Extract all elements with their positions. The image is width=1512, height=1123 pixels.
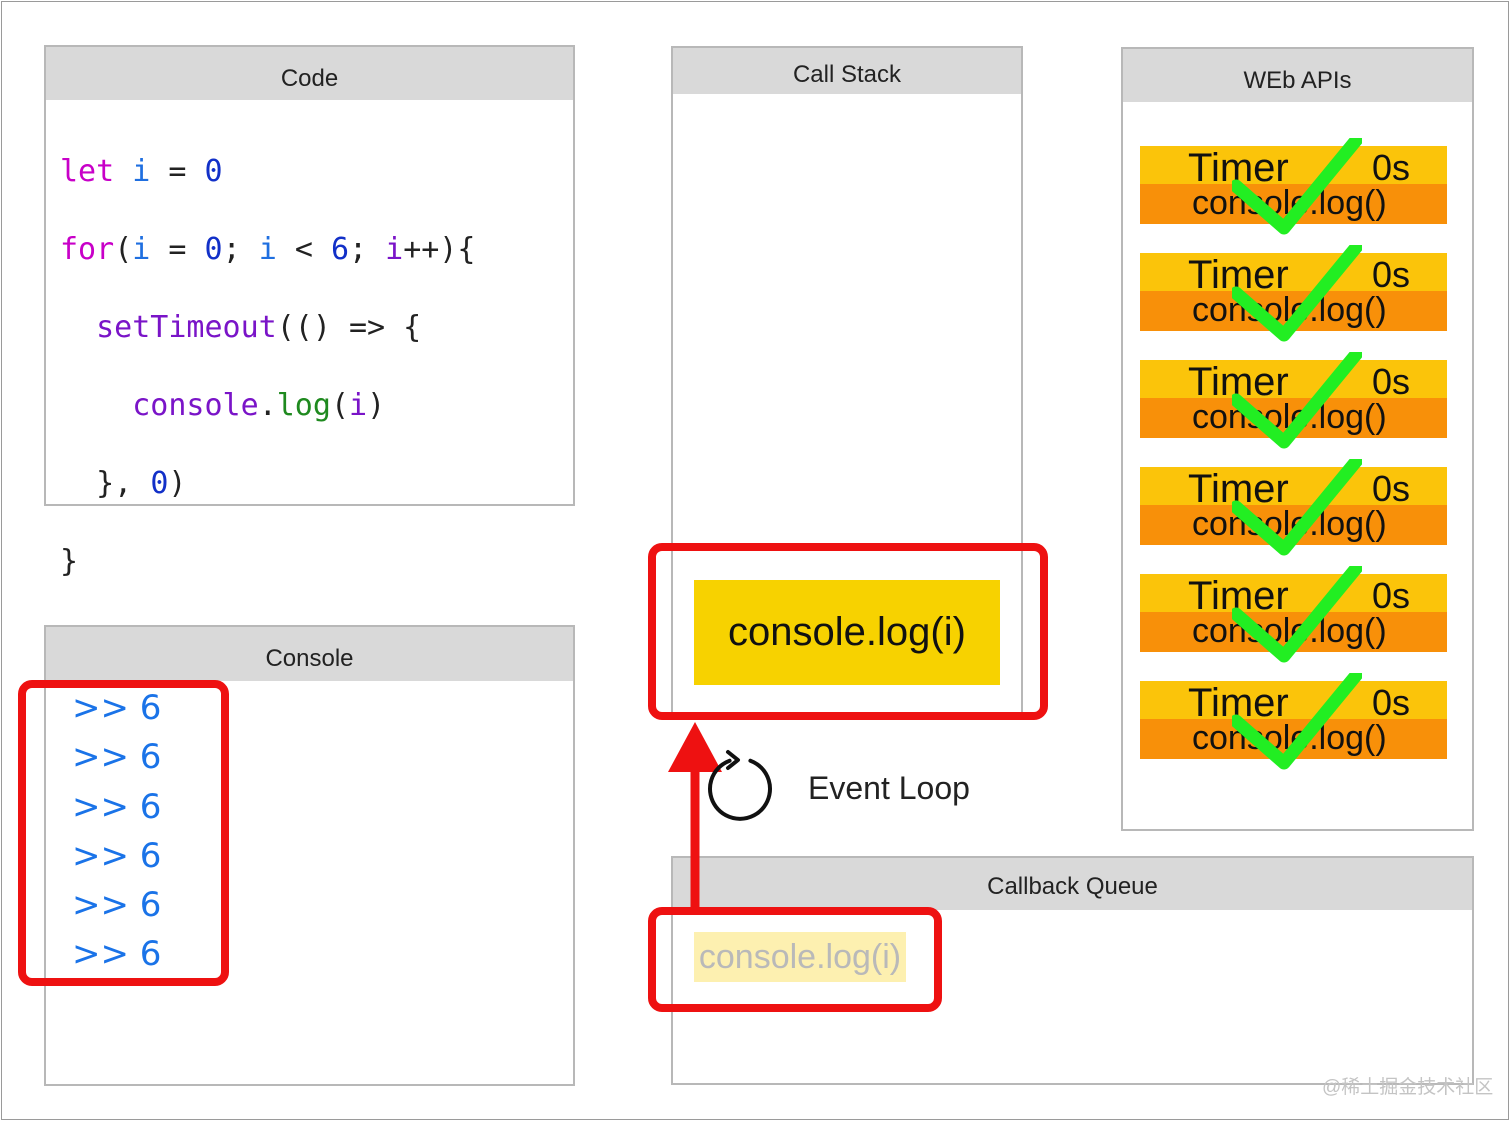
event-loop-label: Event Loop	[808, 770, 970, 806]
checkmark-icon	[1232, 138, 1362, 235]
timer-entry: Timer 0s console.log()	[1140, 566, 1447, 663]
call-stack-highlight	[648, 543, 1048, 720]
callback-queue-highlight	[648, 907, 942, 1012]
timer-time: 0s	[1372, 575, 1411, 616]
console-line: >> 6	[72, 737, 162, 778]
code-panel-title: Code	[46, 47, 573, 100]
web-apis-panel-title: WEb APIs	[1123, 49, 1472, 102]
callback-queue-item: console.log(i)	[694, 932, 906, 982]
timer-time: 0s	[1372, 254, 1411, 295]
console-line: >> 6	[72, 786, 162, 827]
timer-time: 0s	[1372, 361, 1411, 402]
timer-entry: Timer 0s console.log()	[1140, 352, 1447, 449]
refresh-loop-icon	[708, 750, 772, 821]
console-line: >> 6	[72, 835, 162, 876]
timer-time: 0s	[1372, 147, 1411, 188]
code-line-6: }	[60, 544, 79, 579]
console-panel: Console	[44, 625, 575, 1086]
call-stack-panel-title: Call Stack	[673, 48, 1021, 94]
console-highlight	[18, 680, 229, 986]
console-line: >> 6	[72, 885, 162, 926]
timer-entry: Timer 0s console.log()	[1140, 459, 1447, 556]
checkmark-icon	[1232, 245, 1362, 342]
watermark: @稀土掘金技术社区	[1322, 1077, 1494, 1098]
checkmark-icon	[1232, 566, 1362, 663]
event-loop-arrow-head	[668, 722, 722, 772]
checkmark-icon	[1232, 673, 1362, 770]
code-line-1: let i = 0	[60, 154, 223, 189]
timer-entry: Timer 0s console.log()	[1140, 138, 1447, 235]
code-block: let i = 0 for(i = 0; i < 6; i++){ setTim…	[60, 113, 475, 659]
console-line: >> 6	[72, 688, 162, 728]
code-line-3: setTimeout(() => {	[96, 310, 422, 345]
code-line-4: console.log(i)	[132, 388, 386, 423]
code-line-5: }, 0)	[96, 466, 187, 501]
timer-entry: Timer 0s console.log()	[1140, 245, 1447, 342]
call-stack-item: console.log(i)	[694, 580, 1000, 685]
console-panel-title: Console	[46, 627, 573, 681]
timer-time: 0s	[1372, 468, 1411, 509]
console-line: >> 6	[72, 934, 162, 975]
console-output: >> 6 >> 6 >> 6 >> 6 >> 6 >> 6	[72, 686, 161, 982]
checkmark-icon	[1232, 459, 1362, 556]
code-line-2: for(i = 0; i < 6; i++){	[60, 232, 476, 267]
callback-queue-panel-title: Callback Queue	[673, 858, 1472, 910]
checkmark-icon	[1232, 352, 1362, 449]
code-panel: Code let i = 0 for(i = 0; i < 6; i++){ s…	[44, 45, 575, 579]
timer-time: 0s	[1372, 682, 1411, 723]
timer-entry: Timer 0s console.log()	[1140, 673, 1447, 770]
